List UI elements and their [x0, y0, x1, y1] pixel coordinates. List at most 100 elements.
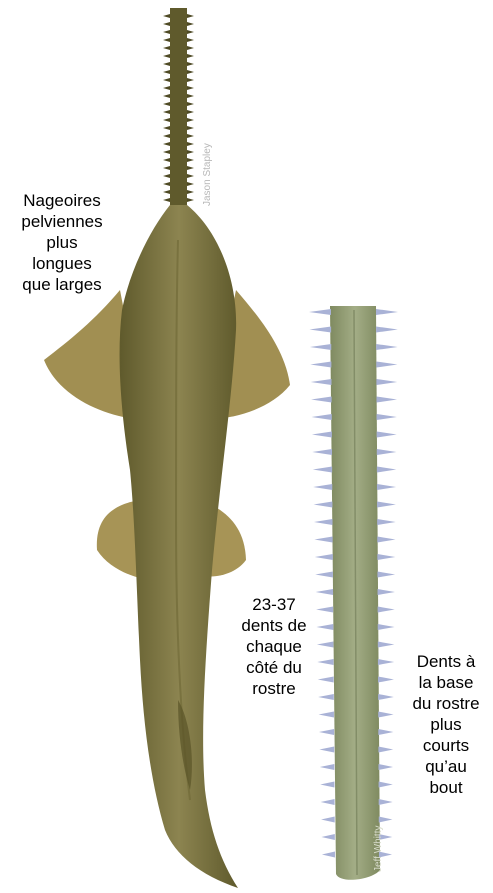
rostrum-tooth — [378, 764, 393, 770]
saw-tooth — [187, 54, 194, 58]
saw-tooth — [187, 70, 194, 74]
rostrum-tooth — [378, 607, 395, 613]
rostrum-tooth — [378, 642, 395, 648]
rostrum-tooth — [379, 817, 393, 823]
rostrum-tooth — [378, 677, 394, 683]
rostrum-tooth — [321, 834, 334, 840]
rostrum-tooth — [378, 712, 393, 718]
rostrum-tooth — [311, 397, 332, 403]
rostrum-tooth — [316, 607, 333, 613]
saw-tooth — [187, 158, 194, 162]
rostrum-tooth — [378, 589, 395, 595]
rostrum-tooth — [313, 467, 332, 473]
saw-tooth — [187, 62, 194, 66]
rostrum-tooth — [321, 817, 335, 823]
rostrum-tooth — [313, 484, 332, 490]
rostrum-tooth — [377, 467, 396, 473]
saw-tooth — [187, 126, 194, 130]
saw-tooth — [187, 22, 194, 26]
saw-tooth — [163, 22, 170, 26]
saw-tooth — [187, 110, 194, 114]
rostrum-tooth — [317, 642, 334, 648]
label-teeth-count: 23-37 dents de chaque côté du rostre — [232, 594, 316, 699]
saw-tooth — [163, 174, 170, 178]
rostrum-tooth — [378, 659, 394, 665]
saw-tooth — [163, 182, 170, 186]
rostrum-tooth — [319, 747, 334, 753]
saw-tooth — [163, 142, 170, 146]
body-rostrum — [163, 8, 194, 213]
saw-tooth — [163, 118, 170, 122]
rostrum-tooth — [318, 677, 334, 683]
saw-tooth — [163, 38, 170, 42]
rostrum-tooth — [378, 729, 393, 735]
saw-tooth — [163, 134, 170, 138]
saw-tooth — [187, 118, 194, 122]
rostrum-tooth — [378, 624, 395, 630]
saw-tooth — [163, 78, 170, 82]
rostrum-tooth — [376, 379, 397, 385]
saw-tooth — [187, 94, 194, 98]
saw-tooth — [163, 86, 170, 90]
saw-tooth — [163, 158, 170, 162]
saw-tooth — [187, 150, 194, 154]
rostrum-tooth — [310, 344, 331, 350]
saw-tooth — [163, 46, 170, 50]
rostrum-tooth — [376, 397, 397, 403]
saw-tooth — [187, 38, 194, 42]
label-pelvic-fins: Nageoires pelviennes plus longues que la… — [2, 190, 122, 295]
rostrum-tooth — [314, 519, 333, 525]
saw-tooth — [163, 62, 170, 66]
saw-tooth — [187, 142, 194, 146]
rostrum-tooth — [318, 694, 334, 700]
rostrum-tooth — [320, 782, 334, 788]
rostrum-tooth — [377, 502, 396, 508]
rostrum-tooth — [314, 537, 332, 543]
rostrum-tooth — [378, 694, 394, 700]
rostrum-tooth — [311, 414, 331, 420]
rostrum-tooth — [377, 484, 396, 490]
rostrum-tooth — [312, 432, 332, 438]
saw-tooth — [187, 190, 194, 194]
saw-tooth — [187, 134, 194, 138]
rostrum-tooth — [317, 659, 333, 665]
rostrum-tooth — [377, 537, 395, 543]
saw-tooth — [163, 110, 170, 114]
saw-tooth — [163, 166, 170, 170]
rostrum-tooth — [319, 712, 334, 718]
rostrum-tooth — [376, 344, 397, 350]
rostrum-tooth — [309, 309, 331, 315]
saw-tooth — [187, 14, 194, 18]
saw-tooth — [187, 102, 194, 106]
rostrum-tooth — [319, 729, 334, 735]
saw-tooth — [163, 198, 170, 202]
saw-tooth — [163, 190, 170, 194]
saw-tooth — [163, 70, 170, 74]
saw-tooth — [163, 54, 170, 58]
rostrum-tooth — [320, 764, 335, 770]
rostrum-tooth — [377, 432, 397, 438]
rostrum-tooth — [377, 572, 395, 578]
rostrum-tooth — [377, 554, 395, 560]
rostrum-tooth — [379, 782, 393, 788]
rostrum-tooth — [311, 379, 332, 385]
photo-credit-whitty: Jeff Whitty — [373, 826, 384, 873]
rostrum-tooth — [314, 502, 333, 508]
rostrum-tooth — [376, 362, 397, 368]
rostrum-tooth — [322, 852, 335, 858]
saw-tooth — [187, 174, 194, 178]
rostrum-tooth — [376, 309, 398, 315]
saw-tooth — [187, 198, 194, 202]
saw-tooth — [187, 78, 194, 82]
label-teeth-base: Dents à la base du rostre plus courts qu… — [400, 651, 492, 798]
photo-credit-stapley: Jason Stapley — [202, 143, 213, 206]
saw-tooth — [163, 94, 170, 98]
saw-tooth — [163, 14, 170, 18]
rostrum-tooth — [309, 327, 331, 333]
rostrum-tooth — [376, 327, 398, 333]
saw-tooth — [187, 166, 194, 170]
rostrum-tooth — [321, 799, 335, 805]
rostrum-tooth — [312, 449, 332, 455]
rostrum-tooth — [316, 624, 333, 630]
